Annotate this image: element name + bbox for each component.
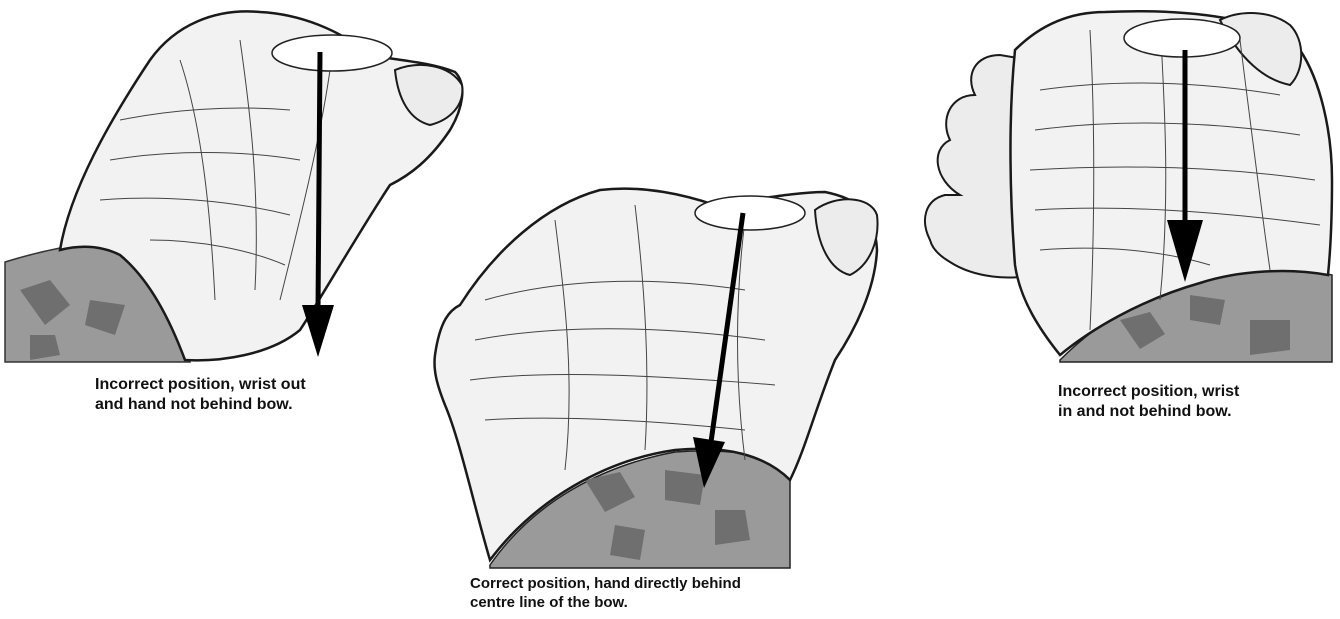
bow-grip-ellipse-left [272, 35, 392, 71]
bow-grip-ellipse-right [1124, 19, 1240, 57]
panel-left [0, 0, 480, 370]
caption-right: Incorrect position, wrist in and not beh… [1058, 382, 1239, 422]
arrow-head-left [302, 305, 334, 357]
caption-left: Incorrect position, wrist out and hand n… [95, 375, 306, 415]
arrow-shaft-left [318, 52, 320, 310]
hand-illustration-center [415, 180, 890, 570]
hand-illustration-left [0, 0, 480, 370]
caption-center: Correct position, hand directly behind c… [470, 574, 741, 612]
panel-right [920, 0, 1340, 370]
hand-illustration-right [920, 0, 1340, 370]
panel-center [415, 180, 890, 570]
bow-grip-ellipse-center [695, 196, 805, 230]
